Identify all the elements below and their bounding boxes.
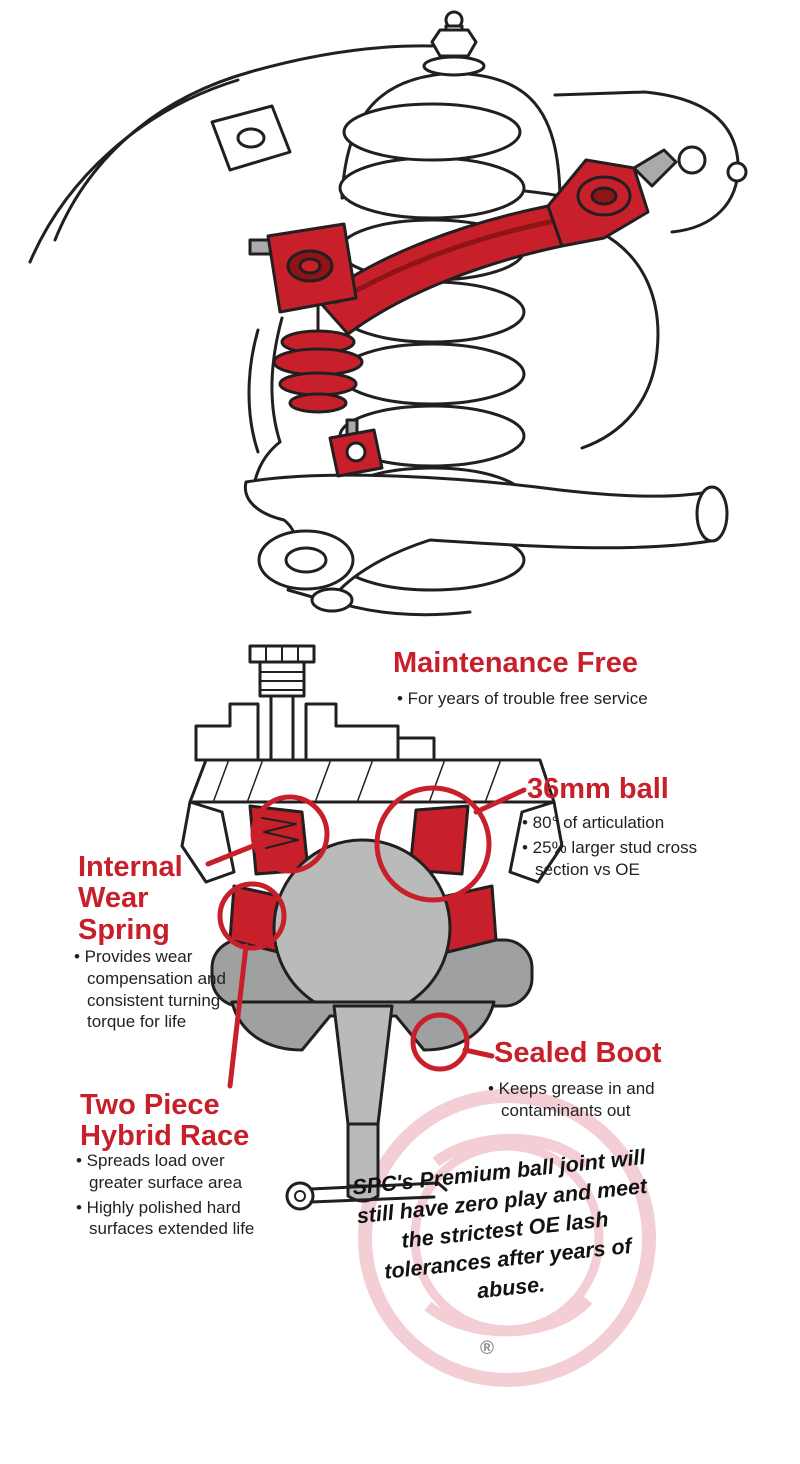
internal-wear-spring-coil xyxy=(261,817,299,849)
ball-title: 36mm ball xyxy=(527,773,669,805)
sway-bar-bushing xyxy=(310,587,354,613)
two-piece-hybrid-race-title: Two Piece Hybrid Race xyxy=(80,1089,250,1153)
ball-bullet-2: • 25% larger stud cross section vs OE xyxy=(522,837,698,879)
sealed-boot-bullets: • Keeps grease in and contaminants out xyxy=(488,1078,703,1125)
fender-line-inner xyxy=(28,78,240,264)
registered-trademark-symbol: ® xyxy=(480,1338,494,1359)
frame-right-hole xyxy=(677,145,707,175)
ball-highlight-ring xyxy=(374,785,492,903)
internal-wear-spring-title: Internal Wear Spring xyxy=(78,851,183,946)
two-piece-hybrid-race-bullets: • Spreads load over greater surface area… xyxy=(76,1150,271,1243)
maintenance-free-bullet: • For years of trouble free service xyxy=(397,689,648,708)
two-piece-hybrid-race-bullet-1: • Spreads load over greater surface area xyxy=(76,1151,243,1192)
spc-logo-watermark xyxy=(358,1089,656,1387)
frame-right-tab xyxy=(726,161,748,183)
stud-taper xyxy=(332,1004,394,1126)
strut-washer xyxy=(422,55,486,77)
housing-side-right xyxy=(508,800,564,884)
ball-36mm xyxy=(272,838,452,1018)
frame-rail-curve xyxy=(580,230,660,450)
upper-control-arm-red xyxy=(248,148,678,478)
annotation-overlays xyxy=(205,785,527,1089)
lower-arm-pivot xyxy=(695,485,729,543)
housing-top-band xyxy=(188,758,556,804)
arm-right-bolt xyxy=(632,148,678,188)
internal-wear-spring-bullets: • Provides wear compensation and consist… xyxy=(74,946,226,1036)
maintenance-free-title: Maintenance Free xyxy=(393,647,638,679)
fender-line-outer xyxy=(53,70,252,242)
body-top-line xyxy=(248,44,434,74)
housing-flange-left xyxy=(194,702,260,762)
sealed-boot-bullet: • Keeps grease in and contaminants out xyxy=(488,1079,655,1120)
sealed-boot-highlight-ring xyxy=(410,1012,470,1072)
internal-wear-spring-bullet: • Provides wear compensation and consist… xyxy=(74,947,226,1032)
cotter-pin xyxy=(285,1181,448,1211)
knuckle-line-1 xyxy=(270,316,284,444)
sealed-boot-lower xyxy=(230,1000,496,1052)
hybrid-race-highlight-ring xyxy=(217,881,287,951)
lower-arm-hole-inner xyxy=(284,546,328,574)
frame-bracket-hole xyxy=(236,127,266,149)
upper-race-right-red xyxy=(408,804,470,876)
ball-joint-cutaway-illustration xyxy=(180,644,564,1211)
ball-bullet-1: • 80° of articulation xyxy=(522,813,665,832)
sealed-boot-leader-line xyxy=(462,1047,495,1059)
strut-nut xyxy=(430,28,478,58)
wear-spring-leader-line xyxy=(205,843,256,867)
knuckle-line-2 xyxy=(247,328,260,454)
suspension-assembly-illustration xyxy=(28,10,748,617)
two-piece-hybrid-race-bullet-2: • Highly polished hard surfaces extended… xyxy=(76,1197,255,1239)
housing-flange-right xyxy=(304,702,400,762)
sealed-boot-title: Sealed Boot xyxy=(494,1037,662,1069)
housing-side-left xyxy=(180,800,236,884)
maintenance-free-bullets: • For years of trouble free service xyxy=(397,688,687,713)
housing-flange-step xyxy=(396,736,436,762)
hybrid-race-leader-line xyxy=(227,943,249,1089)
wear-spring-highlight-ring xyxy=(250,794,330,874)
ball-bullets: • 80° of articulation • 25% larger stud … xyxy=(522,812,707,883)
ball-leader-line xyxy=(473,787,527,815)
upper-ball-joint-red xyxy=(272,304,364,414)
